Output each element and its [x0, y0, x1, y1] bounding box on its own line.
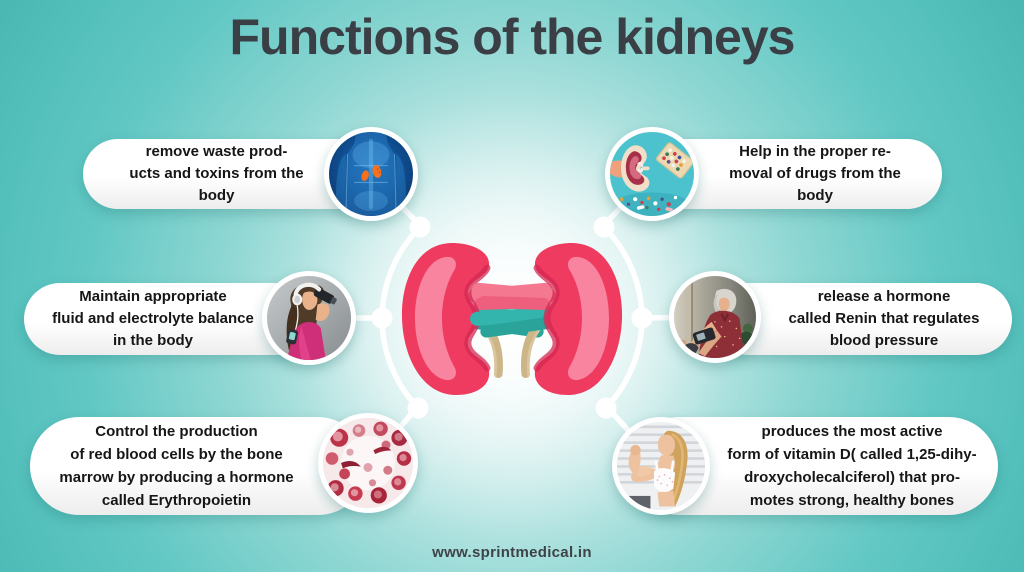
blood-pressure-check-photo	[669, 271, 761, 363]
callout-red-blood-cells: Control the production of red blood cell…	[30, 417, 367, 515]
blood-pressure-check-image	[674, 276, 756, 358]
connector-dots	[371, 216, 653, 419]
callout-text-line: of red blood cells by the bone	[70, 446, 283, 463]
callout-text-line: body	[797, 187, 833, 204]
callout-text-line: Maintain appropriate	[79, 288, 227, 305]
xray-kidneys-image	[329, 132, 413, 216]
woman-drinking-water-image	[267, 276, 351, 360]
kidney-model-pills-image	[610, 132, 694, 216]
callout-text-line: form of vitamin D( called 1,25-dihy-	[727, 446, 977, 463]
page-title: Functions of the kidneys	[229, 9, 796, 65]
red-blood-cells-image	[323, 418, 413, 508]
callout-text-line: moval of drugs from the	[729, 165, 901, 182]
callout-text-line: produces the most active	[761, 423, 943, 440]
woman-flexing-arm-image	[617, 422, 705, 510]
callout-text-line: remove waste prod-	[145, 143, 288, 160]
red-blood-cells-photo	[318, 413, 418, 513]
kidney-pair	[401, 243, 622, 395]
callout-text-line: called Erythropoietin	[101, 492, 252, 509]
callout-text-line: marrow by producing a hormone	[59, 469, 294, 486]
callout-text-line: release a hormone	[817, 288, 951, 305]
website-url: www.sprintmedical.in	[432, 544, 592, 561]
woman-flexing-arm-photo	[612, 417, 710, 515]
callout-text-line: fluid and electrolyte balance	[52, 310, 254, 327]
callout-text-line: blood pressure	[829, 332, 939, 349]
callout-text-line: in the body	[113, 332, 193, 349]
callout-text-line: Control the production	[95, 423, 258, 440]
xray-kidneys-photo	[324, 127, 418, 221]
callout-text-line: motes strong, healthy bones	[749, 492, 955, 509]
woman-drinking-water-photo	[262, 271, 356, 365]
callout-text-line: called Renin that regulates	[788, 310, 980, 327]
kidney-model-pills-photo	[605, 127, 699, 221]
callout-text-line: droxycholecalciferol) that pro-	[744, 469, 960, 486]
callout-renin: release a hormone called Renin that regu…	[712, 283, 1012, 355]
callout-text-line: ucts and toxins from the	[129, 165, 304, 182]
callout-text-line: Help in the proper re-	[739, 143, 891, 160]
callout-text-line: body	[198, 187, 235, 204]
